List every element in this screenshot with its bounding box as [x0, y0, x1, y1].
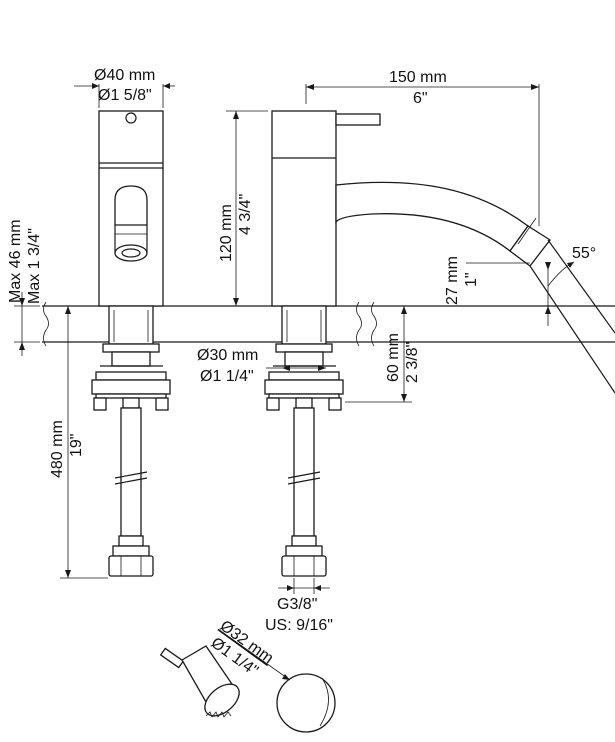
spout-drop-mm-label: 27 mm	[444, 256, 461, 305]
spout-angle-label: 55°	[572, 245, 596, 262]
shank-length-mm-label: 60 mm	[385, 333, 402, 382]
deck-max-in-label: Max 1 3/4"	[26, 228, 43, 304]
mounting-hole-icon	[276, 673, 336, 733]
spout-side-view	[264, 110, 615, 577]
shank-diameter-mm-label: Ø30 mm	[197, 347, 258, 364]
spout-reach-in-label: 6"	[413, 90, 428, 107]
deck-max-mm-label: Max 46 mm	[7, 219, 24, 303]
screw-hole-icon	[125, 112, 137, 124]
height-in-label: 4 3/4"	[237, 194, 254, 235]
head-diameter-mm-label: Ø40 mm	[94, 67, 155, 84]
handle-valve-front-view	[91, 110, 171, 577]
hole-saw-icon	[159, 645, 240, 718]
hose-length-in-label: 19"	[68, 434, 85, 457]
hose-length-mm-label: 480 mm	[49, 420, 66, 478]
spout-drop-in-label: 1"	[463, 272, 480, 287]
shank-length-in-label: 2 3/8"	[404, 342, 421, 383]
dimension-lines	[14, 83, 575, 594]
thread-size-label: G3/8"	[277, 596, 317, 613]
head-diameter-in-label: Ø1 5/8"	[98, 87, 152, 104]
thread-us-label: US: 9/16"	[265, 617, 333, 634]
spout-reach-mm-label: 150 mm	[389, 69, 447, 86]
shank-diameter-in-label: Ø1 1/4"	[200, 368, 254, 385]
height-mm-label: 120 mm	[218, 204, 235, 262]
